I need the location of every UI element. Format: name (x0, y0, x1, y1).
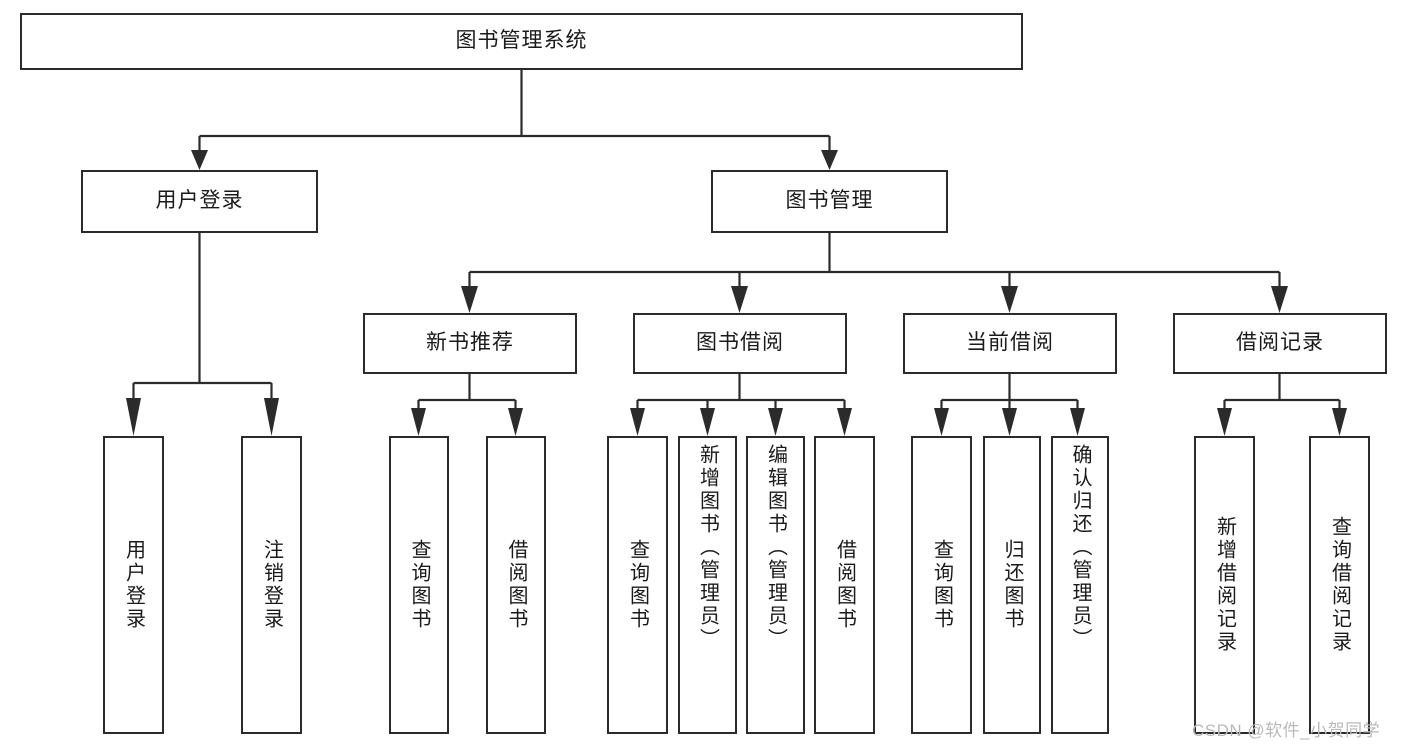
node-current-borrow-label: 当前借阅 (966, 331, 1054, 355)
node-book-management[interactable]: 图书管理 (711, 170, 948, 233)
leaf-currentborrow-return-books-label: 归还图书 (1001, 539, 1023, 631)
arrowhead-leaf-newbook-1 (411, 408, 426, 436)
arrowhead-new-book (461, 286, 478, 313)
node-book-borrow-label: 图书借阅 (696, 331, 784, 355)
arrowhead-book-borrow (731, 286, 748, 313)
arrowhead-leaf-currentborrow-1 (934, 408, 949, 436)
leaf-bookborrow-search-books-label: 查询图书 (626, 539, 649, 631)
leaf-currentborrow-return-books[interactable]: 归还图书 (983, 436, 1041, 734)
leaf-currentborrow-confirm-return-admin-label: 确认归还（管理员） (1069, 444, 1091, 651)
leaf-user-login-login[interactable]: 用户登录 (103, 436, 164, 734)
node-book-borrow[interactable]: 图书借阅 (633, 313, 847, 374)
arrowhead-leaf-currentborrow-2 (1002, 408, 1017, 436)
arrowhead-leaf-borrowrecord-1 (1217, 408, 1232, 436)
leaf-newbook-search-books[interactable]: 查询图书 (389, 436, 449, 734)
arrowhead-book-mgmt (821, 150, 838, 170)
arrowhead-leaf-bookborrow-2 (700, 408, 715, 436)
watermark-text: CSDN @软件_小贺同学 (1192, 721, 1381, 740)
leaf-bookborrow-add-book-admin[interactable]: 新增图书（管理员） (678, 436, 737, 734)
leaf-currentborrow-search-books[interactable]: 查询图书 (911, 436, 972, 734)
node-borrow-record[interactable]: 借阅记录 (1173, 313, 1387, 374)
node-root-label: 图书管理系统 (455, 29, 588, 53)
leaf-newbook-borrow-books[interactable]: 借阅图书 (486, 436, 546, 734)
leaf-borrowrecord-add-record-label: 新增借阅记录 (1213, 516, 1236, 654)
leaf-user-login-logout-label: 注销登录 (260, 539, 283, 631)
arrowhead-leaf-newbook-2 (508, 408, 523, 436)
node-new-book-recommend[interactable]: 新书推荐 (363, 313, 577, 374)
arrowhead-leaf-user-login-1 (126, 398, 141, 436)
arrowhead-leaf-user-login-2 (264, 398, 279, 436)
arrowhead-borrow-record (1271, 286, 1288, 313)
arrowhead-current-borrow (1001, 286, 1018, 313)
leaf-bookborrow-borrow-books[interactable]: 借阅图书 (814, 436, 875, 734)
leaf-borrowrecord-search-record[interactable]: 查询借阅记录 (1309, 436, 1370, 734)
leaf-bookborrow-borrow-books-label: 借阅图书 (833, 539, 856, 631)
leaf-bookborrow-edit-book-admin-label: 编辑图书（管理员） (764, 444, 787, 651)
leaf-newbook-search-books-label: 查询图书 (408, 539, 430, 631)
node-new-book-recommend-label: 新书推荐 (426, 331, 514, 355)
leaf-bookborrow-edit-book-admin[interactable]: 编辑图书（管理员） (746, 436, 805, 734)
node-borrow-record-label: 借阅记录 (1236, 331, 1324, 355)
leaf-user-login-login-label: 用户登录 (122, 539, 145, 631)
leaf-currentborrow-search-books-label: 查询图书 (930, 539, 953, 631)
node-root-book-management-system[interactable]: 图书管理系统 (20, 13, 1023, 70)
leaf-user-login-logout[interactable]: 注销登录 (241, 436, 302, 734)
node-user-login-label: 用户登录 (155, 189, 244, 213)
leaf-borrowrecord-add-record[interactable]: 新增借阅记录 (1194, 436, 1255, 734)
arrowhead-leaf-bookborrow-4 (837, 408, 852, 436)
node-user-login[interactable]: 用户登录 (81, 170, 318, 233)
arrowhead-leaf-bookborrow-3 (768, 408, 783, 436)
arrowhead-leaf-borrowrecord-2 (1332, 408, 1347, 436)
leaf-currentborrow-confirm-return-admin[interactable]: 确认归还（管理员） (1051, 436, 1109, 734)
arrowhead-leaf-bookborrow-1 (630, 408, 645, 436)
leaf-bookborrow-add-book-admin-label: 新增图书（管理员） (696, 444, 719, 651)
leaf-newbook-borrow-books-label: 借阅图书 (505, 539, 527, 631)
node-book-management-label: 图书管理 (785, 189, 874, 213)
leaf-bookborrow-search-books[interactable]: 查询图书 (607, 436, 668, 734)
node-current-borrow[interactable]: 当前借阅 (903, 313, 1117, 374)
arrowhead-user-login (191, 150, 208, 170)
leaf-borrowrecord-search-record-label: 查询借阅记录 (1328, 516, 1351, 654)
arrowhead-leaf-currentborrow-3 (1070, 408, 1085, 436)
